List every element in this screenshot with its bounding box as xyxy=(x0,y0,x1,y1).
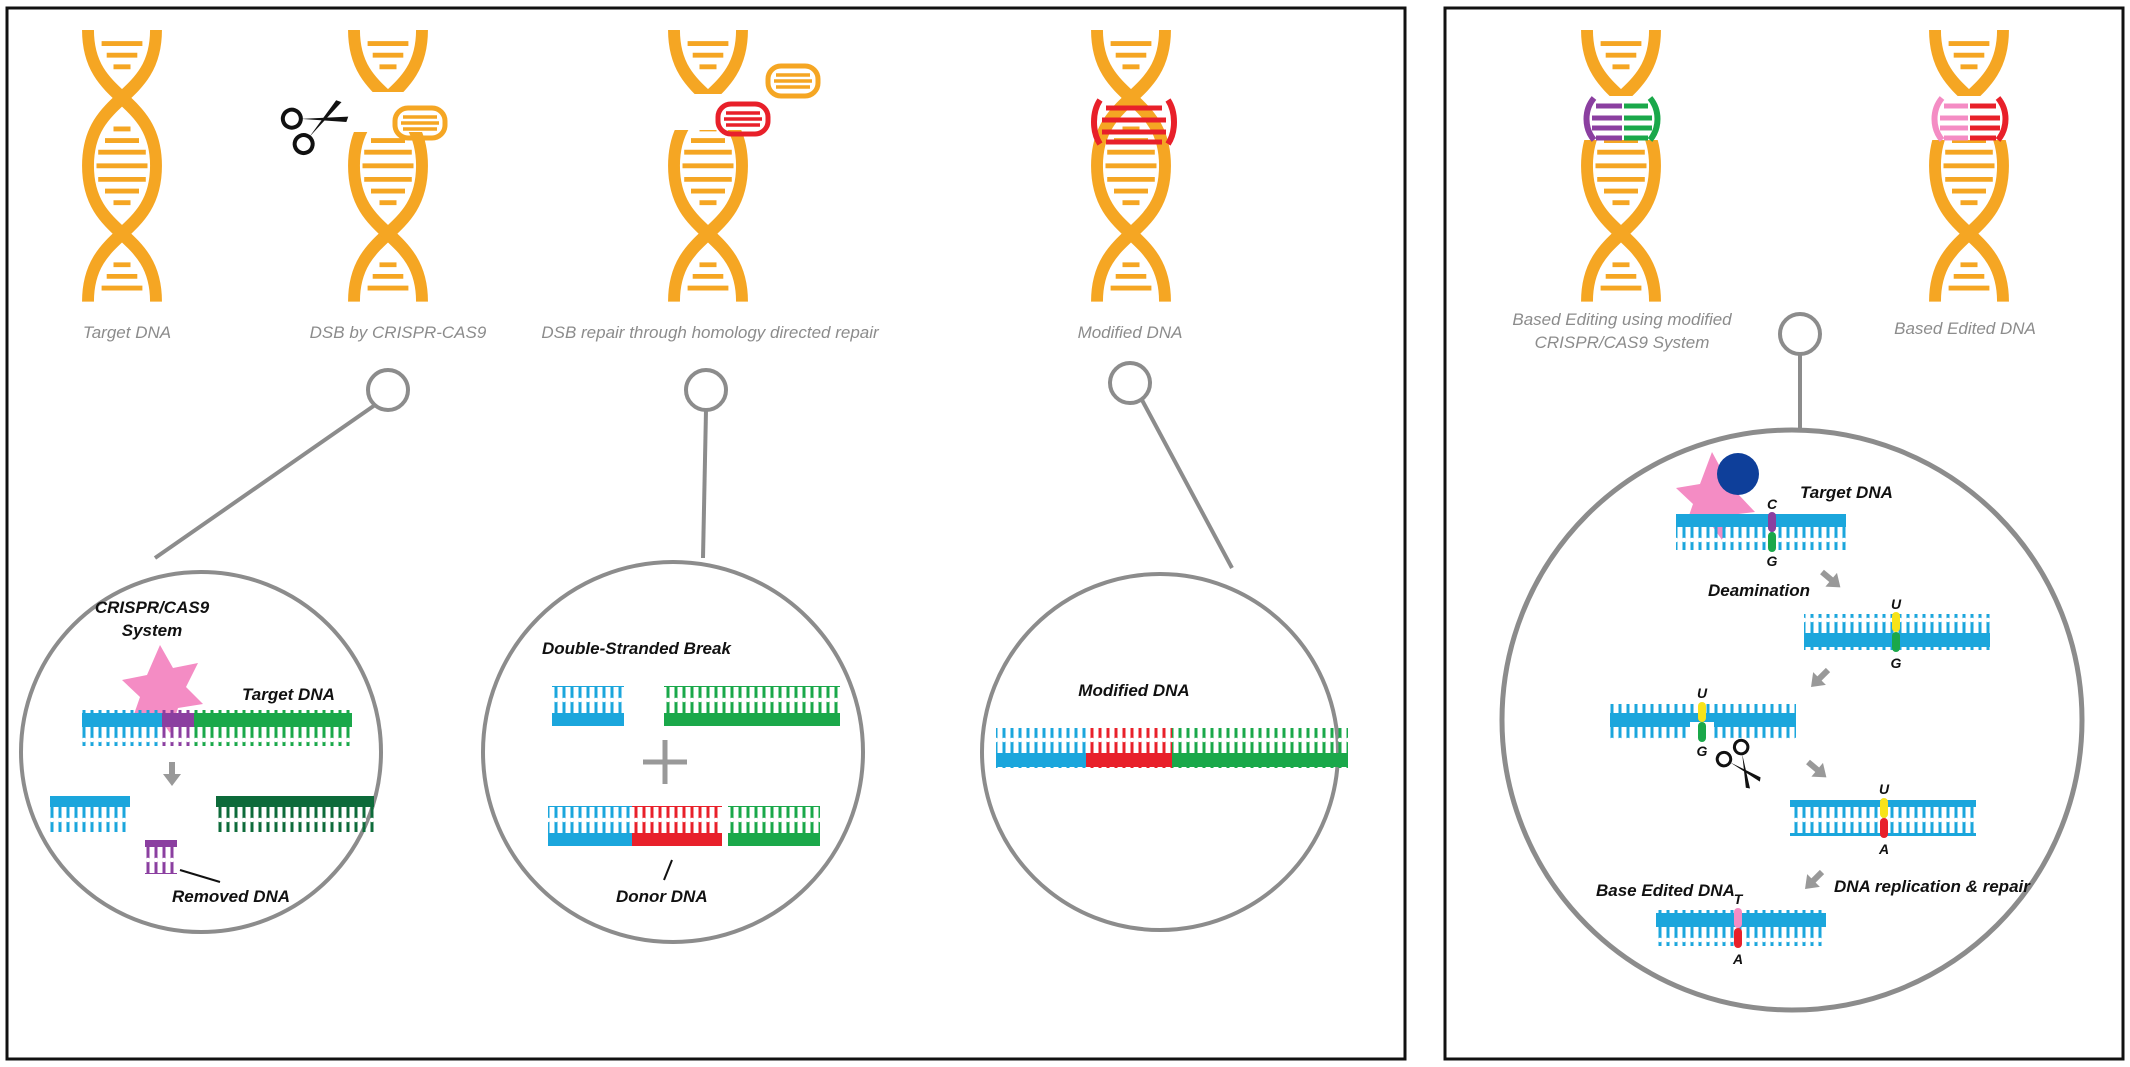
dna-bar-blue-modified xyxy=(996,728,1086,768)
base-g-3: G xyxy=(1697,743,1708,759)
caption-repair: DSB repair through homology directed rep… xyxy=(541,323,880,342)
dna-bar-green-donor xyxy=(728,806,820,846)
dna-bar-red-donor xyxy=(632,806,722,846)
dna-bar-purple xyxy=(162,710,194,746)
base-g-marker-2 xyxy=(1892,632,1900,652)
zoom-circle-hdr: Double-Stranded Break Donor DNA xyxy=(481,560,865,944)
label-removed-dna: Removed DNA xyxy=(172,887,290,906)
label-replication-repair: DNA replication & repair xyxy=(1834,877,2031,896)
removed-dna-fragment xyxy=(145,840,177,874)
helix-repair xyxy=(660,30,818,302)
base-a-marker xyxy=(1880,818,1888,838)
label-crispr-system-line2: System xyxy=(122,621,182,640)
dna-bar-green-modified xyxy=(1172,728,1348,768)
base-g-1: G xyxy=(1767,553,1778,569)
base-u-1: U xyxy=(1891,596,1902,612)
caption-base-editing-line2: CRISPR/CAS9 System xyxy=(1535,333,1710,352)
base-c-marker xyxy=(1768,512,1776,532)
label-donor-dna: Donor DNA xyxy=(616,887,708,906)
donor-dna-pointer xyxy=(663,859,673,881)
base-u-3: U xyxy=(1879,781,1890,797)
left-panel-frame xyxy=(5,6,1407,1061)
label-crispr-system-line1: CRISPR/CAS9 xyxy=(95,598,210,617)
caption-base-editing-line1: Based Editing using modified xyxy=(1512,310,1732,329)
base-g-2: G xyxy=(1891,655,1902,671)
label-deamination: Deamination xyxy=(1708,581,1810,600)
zoom-circle-base-editing: Target DNA C G Deamination U G U G U A D… xyxy=(1499,427,2085,1013)
base-g-marker-3 xyxy=(1698,722,1706,742)
caption-target-dna: Target DNA xyxy=(83,323,171,342)
dna-bar-step1 xyxy=(1676,514,1846,550)
plus-icon xyxy=(643,740,687,784)
base-a-2: A xyxy=(1732,951,1743,967)
dna-bar-blue-cut xyxy=(50,796,130,832)
dna-bar-blue xyxy=(82,710,162,746)
label-target-dna: Target DNA xyxy=(242,685,335,704)
base-a-marker-2 xyxy=(1734,928,1742,948)
dna-bar-red-modified xyxy=(1086,728,1172,768)
removed-fragment xyxy=(768,66,818,96)
caption-dsb: DSB by CRISPR-CAS9 xyxy=(310,323,487,342)
label-modified-dna: Modified DNA xyxy=(1078,681,1189,700)
base-t-marker xyxy=(1734,908,1742,928)
caption-base-edited: Based Edited DNA xyxy=(1894,319,2036,338)
base-t: T xyxy=(1734,891,1744,907)
helix-base-editing xyxy=(1580,30,1660,302)
helix-target-dna xyxy=(88,30,156,302)
dna-bar-dark-green-cut xyxy=(216,796,374,832)
dna-bar-step3-bottom-a xyxy=(1610,722,1690,740)
zoom-connector-3 xyxy=(1108,361,1234,569)
dna-bar-blue-donor xyxy=(548,806,632,846)
base-u-marker-3 xyxy=(1698,702,1706,722)
label-target-dna-zoom: Target DNA xyxy=(1800,483,1893,502)
removed-dna-pointer xyxy=(179,869,221,883)
dna-bar-blue-broken xyxy=(552,686,624,726)
helix-modified xyxy=(1094,30,1177,302)
zoom-connector-1 xyxy=(153,368,410,560)
dna-bar-green xyxy=(194,710,352,746)
right-panel-frame xyxy=(1443,6,2125,1061)
helix-base-edited xyxy=(1930,30,2006,302)
zoom-circle-modified: Modified DNA xyxy=(980,572,1348,932)
dna-bar-green-broken xyxy=(664,686,840,726)
zoom-connector-2 xyxy=(684,368,728,559)
base-a-1: A xyxy=(1878,841,1889,857)
label-double-stranded-break: Double-Stranded Break xyxy=(542,639,732,658)
base-u-marker xyxy=(1892,612,1900,632)
zoom-connector-base xyxy=(1778,312,1822,430)
dna-bar-step3-bottom-b xyxy=(1714,722,1796,740)
base-u-2: U xyxy=(1697,685,1708,701)
helix-dsb xyxy=(277,30,490,302)
base-g-marker xyxy=(1768,532,1776,552)
zoom-circle-crispr: CRISPR/CAS9 System Target DNA Removed DN… xyxy=(19,570,383,934)
base-u-marker-4 xyxy=(1880,798,1888,818)
base-c: C xyxy=(1767,496,1778,512)
label-base-edited-dna: Base Edited DNA xyxy=(1596,881,1735,900)
caption-modified: Modified DNA xyxy=(1078,323,1183,342)
deaminase-icon xyxy=(1717,453,1759,495)
